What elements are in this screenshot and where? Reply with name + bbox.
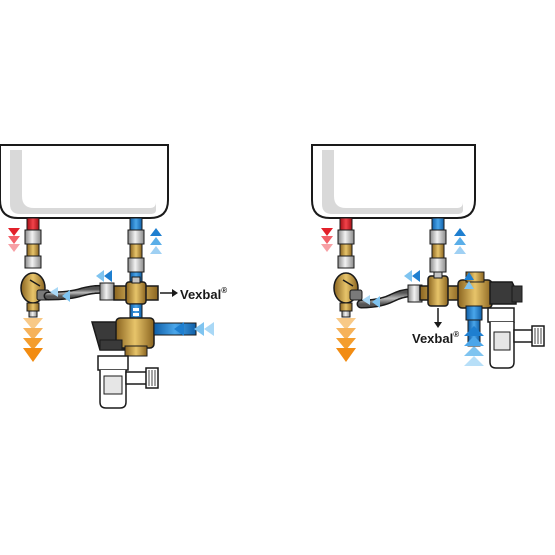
hose-flow-arrows-right xyxy=(362,270,420,308)
cold-up-arrows-lower-right xyxy=(464,272,474,289)
hot-water-out-arrows xyxy=(23,318,43,362)
hot-flow-arrows xyxy=(8,228,20,252)
hose-nut xyxy=(99,282,115,301)
cold-up-arrows xyxy=(150,228,162,254)
drain-siphon-left xyxy=(97,355,159,409)
safety-group-left xyxy=(91,317,155,357)
hot-union-lower xyxy=(24,255,42,269)
vexbal-label-right: Vexbal® xyxy=(412,330,459,346)
hot-water-out-arrows-right xyxy=(336,318,356,362)
cold-union-nut xyxy=(127,229,145,245)
safety-valve xyxy=(20,272,50,318)
water-heater-tank-right xyxy=(311,144,476,219)
hot-brass-nipple xyxy=(26,243,40,257)
vexbal-label-left: Vexbal® xyxy=(180,286,227,302)
hot-brass-nipple-right xyxy=(339,243,353,257)
tank-shading xyxy=(10,150,156,214)
left-installation: Vexbal® xyxy=(0,144,227,409)
tank-shading-right xyxy=(322,150,463,214)
hot-union-lower-right xyxy=(337,255,355,269)
hot-outlet-pipe-right xyxy=(339,217,353,231)
supply-up-arrows-right xyxy=(464,326,484,366)
supply-flow-arrows xyxy=(174,322,214,336)
right-installation: Vexbal® xyxy=(311,144,545,369)
cold-inlet-pipe-right xyxy=(431,217,445,231)
safety-valve-right xyxy=(333,272,363,318)
cold-down-dashes xyxy=(133,308,139,316)
cold-union-nut-right xyxy=(429,229,447,245)
hot-union-nut xyxy=(24,229,42,245)
hose-flow-arrows xyxy=(50,270,112,302)
vexbal-valve-left xyxy=(113,276,159,305)
cold-up-arrows-right xyxy=(454,228,466,254)
cold-brass-nipple xyxy=(129,243,143,259)
cold-union-lower xyxy=(127,257,145,273)
hot-union-nut-right xyxy=(337,229,355,245)
cold-inlet-pipe xyxy=(129,217,143,231)
hot-flow-arrows-right xyxy=(321,228,333,252)
vexbal-valve-right xyxy=(419,271,461,307)
cold-union-lower-right xyxy=(429,257,447,273)
cold-brass-nipple-right xyxy=(431,243,445,259)
drain-siphon-right xyxy=(487,307,545,369)
water-heater-tank xyxy=(0,144,169,219)
hot-outlet-pipe xyxy=(26,217,40,231)
